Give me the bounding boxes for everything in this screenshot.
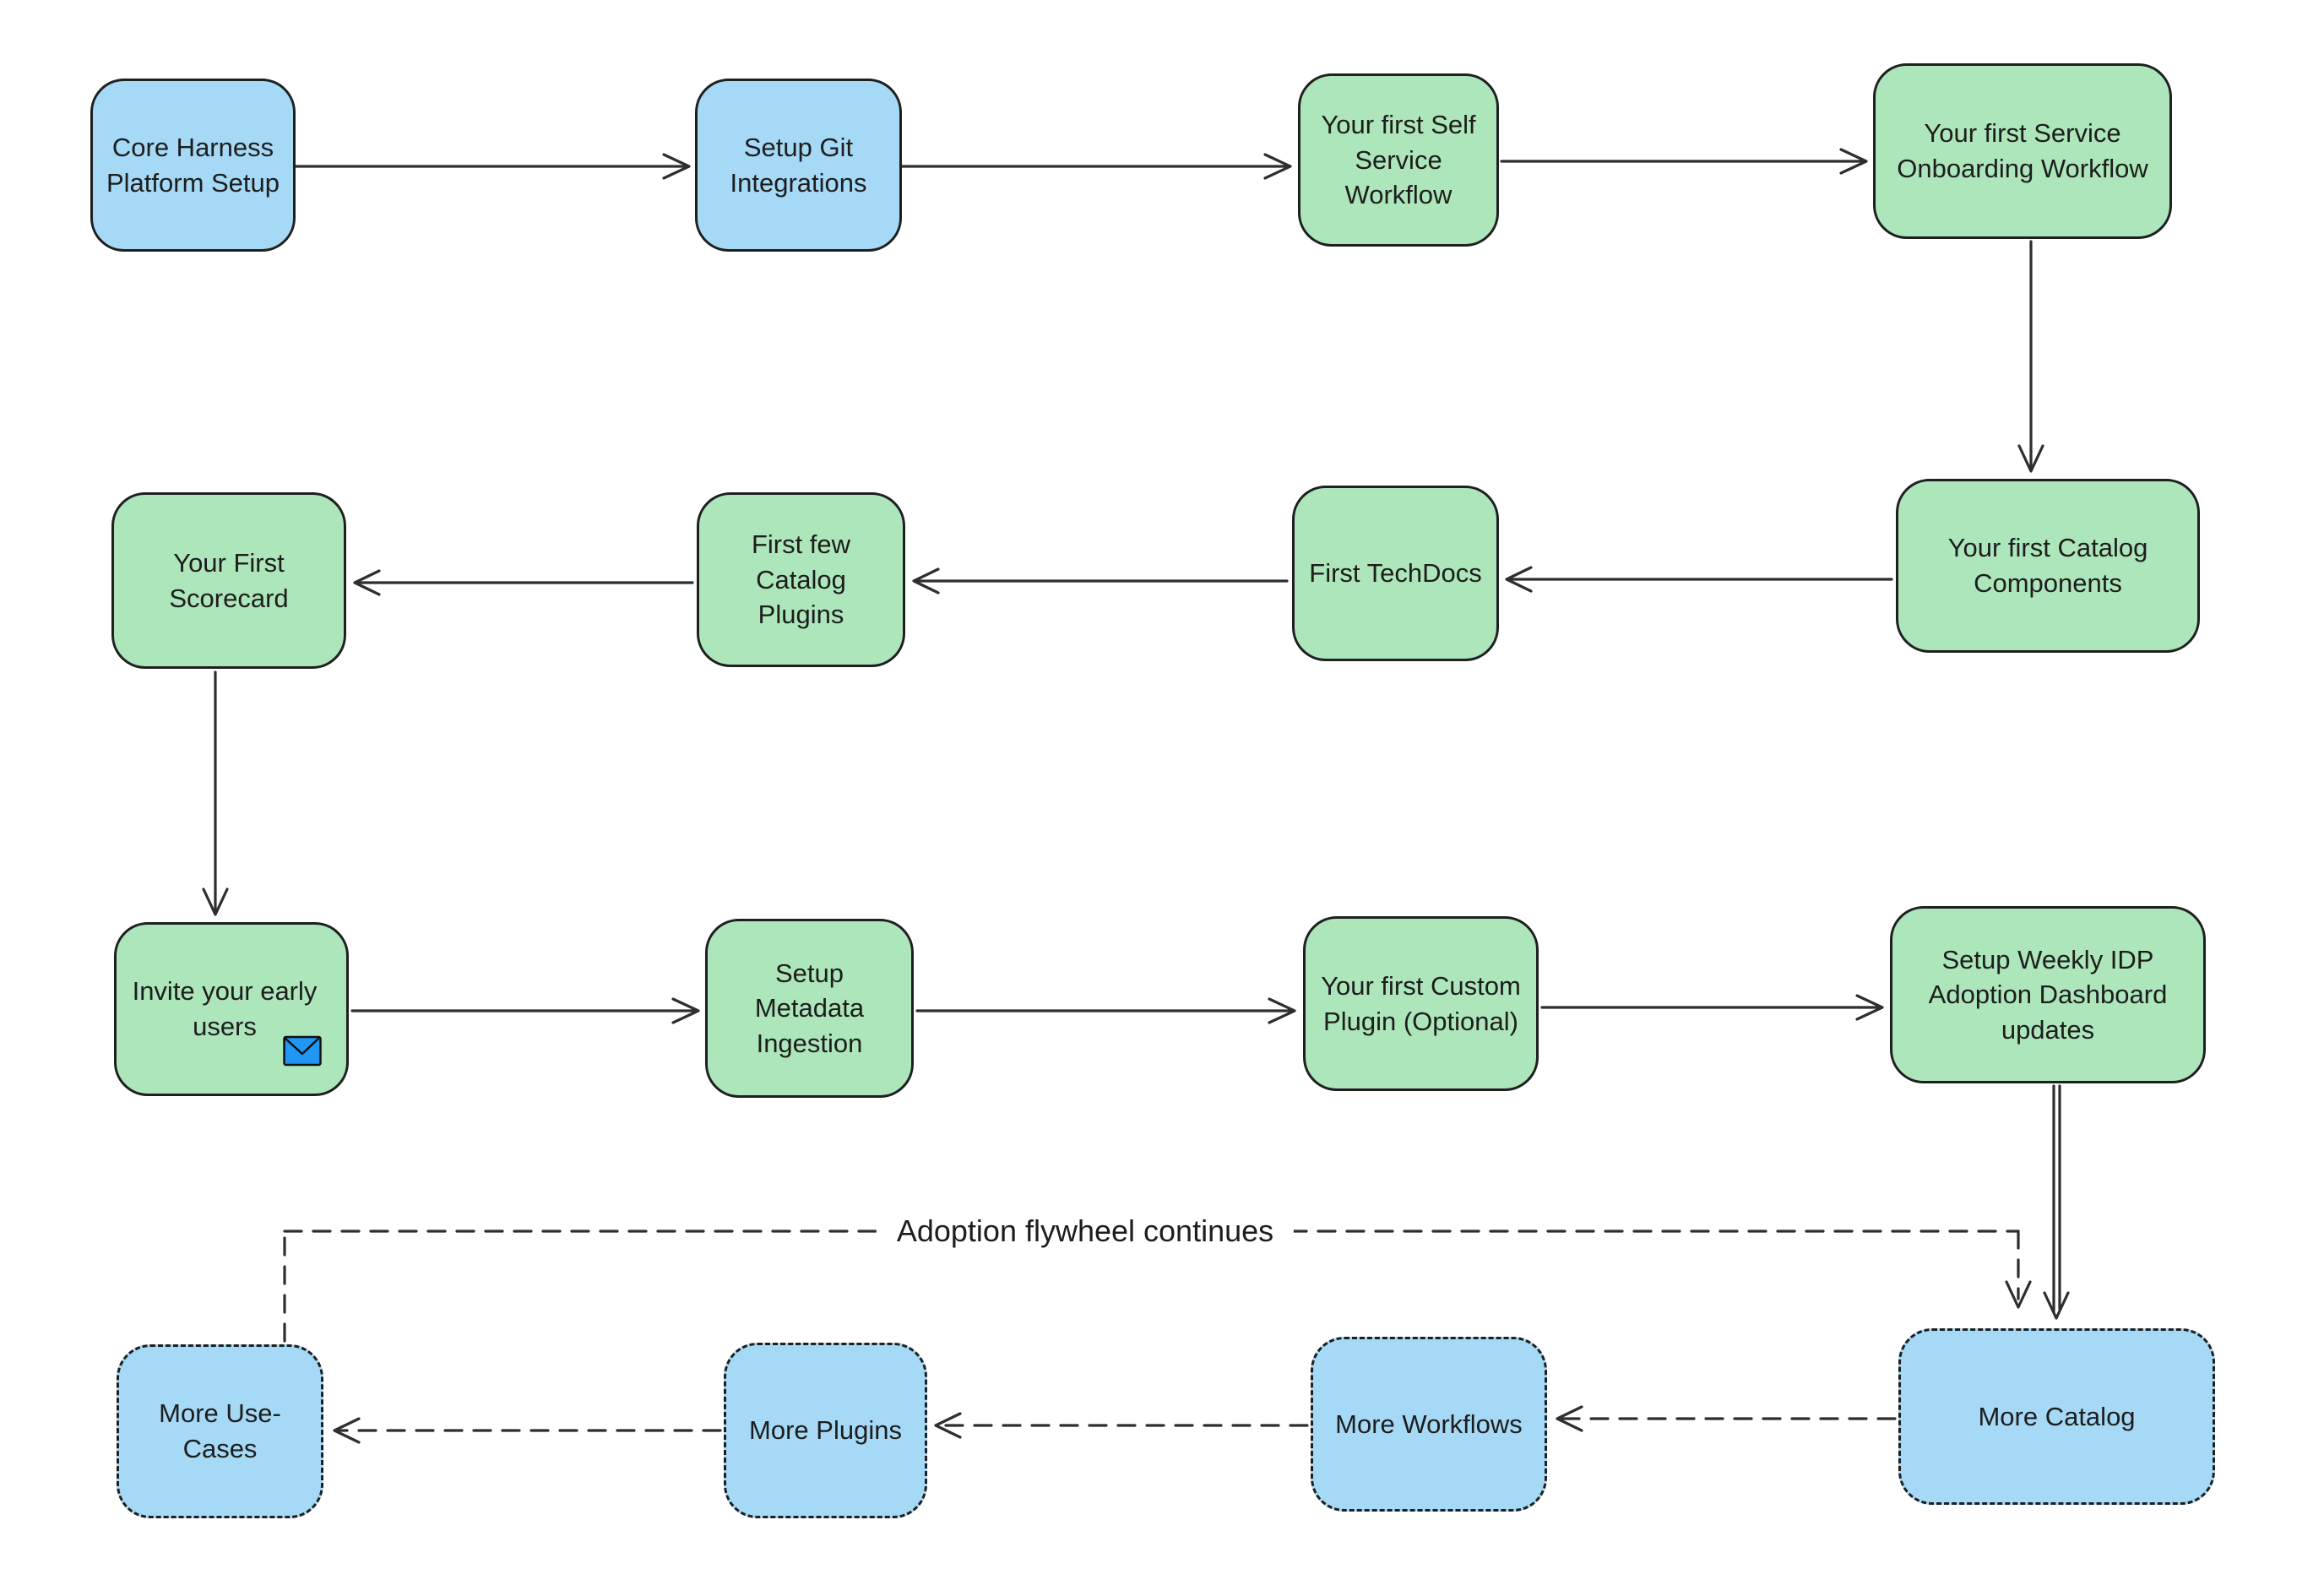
- node-setup-weekly-idp-dashboard: Setup Weekly IDP Adoption Dashboard upda…: [1890, 906, 2206, 1083]
- node-your-first-scorecard: Your First Scorecard: [111, 492, 346, 669]
- node-first-service-onboarding-workflow: Your first Service Onboarding Workflow: [1873, 63, 2172, 239]
- node-label: More Plugins: [749, 1415, 902, 1446]
- envelope-icon: [283, 1035, 322, 1067]
- arrow-metadata-to-customplugin: [915, 997, 1296, 1024]
- node-first-custom-plugin: Your first Custom Plugin (Optional): [1303, 916, 1539, 1091]
- node-label: Your First Scorecard: [169, 547, 289, 613]
- arrow-selfservice-to-onboarding: [1500, 148, 1868, 175]
- flywheel-loop-arrowhead: [2005, 1280, 2032, 1309]
- node-core-harness-platform-setup: Core Harness Platform Setup: [90, 79, 296, 252]
- node-first-self-service-workflow: Your first Self Service Workflow: [1298, 73, 1499, 247]
- node-first-few-catalog-plugins: First few Catalog Plugins: [697, 492, 905, 667]
- node-more-catalog: More Catalog: [1898, 1328, 2215, 1505]
- node-invite-early-users: Invite your early users: [114, 922, 349, 1096]
- arrow-git-to-selfservice: [900, 153, 1292, 180]
- node-label: Setup Git Integrations: [730, 132, 867, 198]
- arrow-dashboard-to-morecatalog: [2043, 1084, 2070, 1320]
- node-label: Your first Catalog Components: [1947, 533, 2148, 598]
- node-more-use-cases: More Use-Cases: [117, 1344, 323, 1518]
- node-first-catalog-components: Your first Catalog Components: [1896, 479, 2200, 653]
- arrow-onboarding-to-catalog-components: [2017, 240, 2044, 473]
- arrowhead-moreplugins: [934, 1412, 962, 1439]
- arrow-scorecard-to-invite: [202, 670, 229, 916]
- node-label: More Workflows: [1335, 1409, 1523, 1439]
- node-label: Your first Custom Plugin (Optional): [1321, 970, 1521, 1036]
- node-label: Your first Self Service Workflow: [1321, 110, 1476, 210]
- node-label: Core Harness Platform Setup: [106, 132, 280, 198]
- arrow-plugins-to-scorecard: [353, 569, 694, 596]
- arrowhead-moreworkflows: [1556, 1405, 1583, 1432]
- node-label: Invite your early users: [132, 976, 318, 1041]
- node-more-plugins: More Plugins: [724, 1343, 927, 1518]
- node-setup-metadata-ingestion: Setup Metadata Ingestion: [705, 919, 914, 1098]
- arrowhead-moreusecases: [333, 1417, 361, 1444]
- arrow-techdocs-to-plugins: [912, 567, 1289, 594]
- node-label: First TechDocs: [1309, 558, 1482, 589]
- arrow-components-to-techdocs: [1505, 566, 1893, 593]
- node-label: Setup Weekly IDP Adoption Dashboard upda…: [1928, 944, 2168, 1045]
- arrow-core-to-git: [294, 153, 691, 180]
- node-setup-git-integrations: Setup Git Integrations: [695, 79, 902, 252]
- node-label: First few Catalog Plugins: [751, 529, 851, 630]
- node-label: Your first Service Onboarding Workflow: [1897, 118, 2148, 183]
- flywheel-label: Adoption flywheel continues: [876, 1212, 1295, 1251]
- node-label: More Catalog: [1978, 1401, 2136, 1431]
- node-more-workflows: More Workflows: [1311, 1337, 1547, 1512]
- node-label: Setup Metadata Ingestion: [754, 958, 865, 1058]
- node-label: More Use-Cases: [159, 1398, 281, 1463]
- arrow-customplugin-to-dashboard: [1540, 994, 1884, 1021]
- arrow-invite-to-metadata: [350, 997, 700, 1024]
- node-first-techdocs: First TechDocs: [1292, 486, 1499, 661]
